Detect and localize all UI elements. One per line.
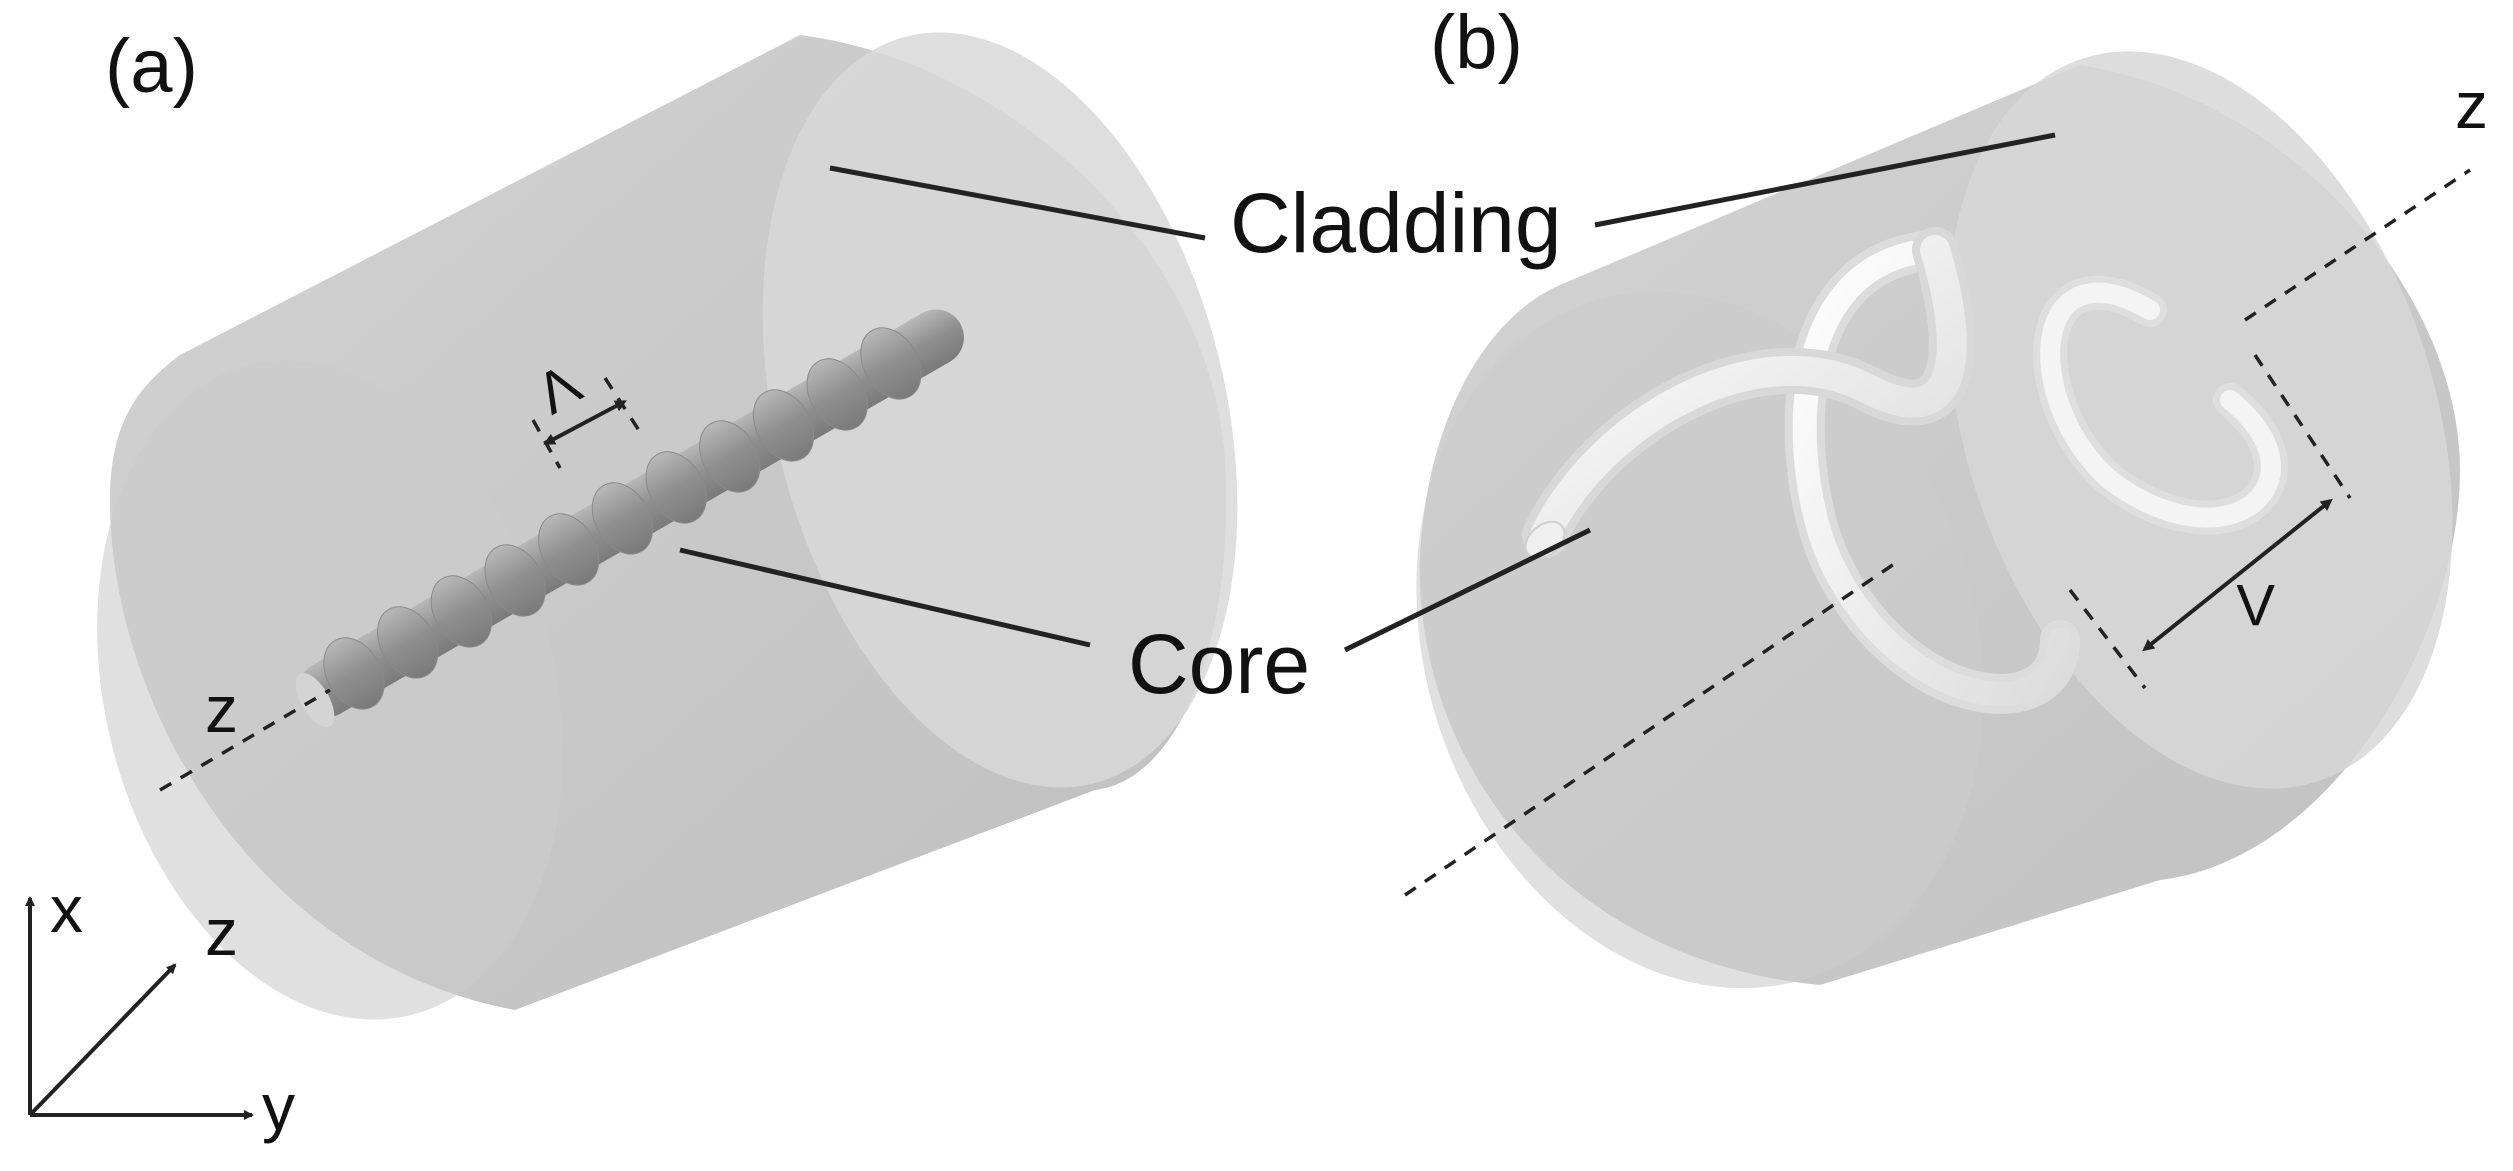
panel-label-b: (b) [1430, 0, 1523, 85]
core-modulation-bump [752, 389, 815, 462]
period-arrow-b [2142, 498, 2333, 652]
panel-label-a: (a) [105, 24, 198, 109]
period-label-b: Λ [2236, 572, 2275, 637]
z-axis-arrow [28, 963, 177, 1117]
cladding-label: Cladding [1230, 176, 1562, 270]
z-axis-line-b [1404, 558, 1901, 897]
core-modulation-bump [806, 358, 868, 431]
period-arrow-a [543, 400, 627, 445]
cladding-leader-a [829, 165, 1206, 241]
core-modulation-bump [591, 482, 654, 555]
core-modulation-bump [484, 544, 546, 617]
core-modulation-bump [430, 575, 492, 648]
panel-b: z Λ (b) [1343, 0, 2488, 989]
core-modulation-bump [645, 451, 707, 524]
y-axis-label: y [262, 1070, 295, 1144]
coordinate-axes: x y z [25, 872, 295, 1144]
period-tick-left-b [2068, 588, 2147, 690]
period-tick-right-b [2253, 354, 2352, 499]
core-modulation-bump [699, 420, 761, 493]
core-modulation-bump [860, 327, 922, 400]
core-leader-a [679, 547, 1091, 648]
panel-a: z Λ (a) [97, 24, 1238, 1020]
core-modulation-bump [538, 513, 600, 586]
z-axis-label-a: z [205, 672, 238, 746]
core-modulation-bump [323, 637, 385, 710]
z-axis-label: z [205, 895, 238, 969]
z-axis-label-b: z [2455, 68, 2488, 142]
core-a [298, 309, 964, 718]
core-leader-b [1343, 527, 1592, 653]
z-axis-line-a [159, 688, 331, 792]
cladding-near-face-b [1416, 291, 1984, 989]
x-axis-label: x [50, 872, 83, 946]
cladding-leader-b [1594, 132, 2056, 228]
core-modulation-bump [377, 606, 439, 679]
core-label: Core [1128, 617, 1310, 711]
helical-core-b [1522, 227, 2288, 714]
z-axis-line-b-far [2244, 168, 2471, 322]
